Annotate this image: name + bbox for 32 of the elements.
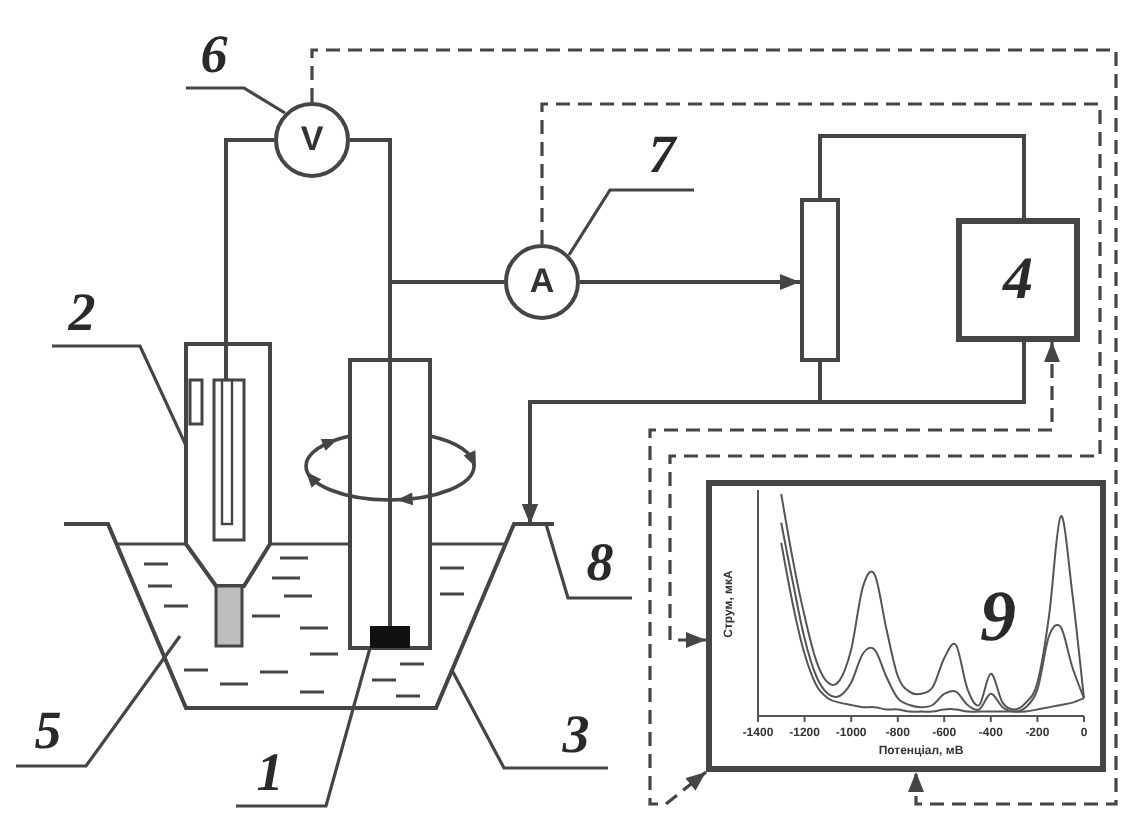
callout-number: 2: [68, 286, 96, 340]
callout-number: 9: [980, 580, 1016, 652]
electrode-tip: [370, 626, 410, 648]
wire: [224, 138, 274, 344]
leader-line: [450, 669, 608, 770]
device-box: 4: [956, 218, 1080, 342]
leader-line: [567, 188, 694, 256]
electrode-drawing: [184, 340, 274, 650]
electrode-tube: [348, 358, 432, 650]
callout-number: 6: [200, 28, 228, 82]
callout-number: 1: [256, 746, 284, 800]
wire: [388, 280, 504, 360]
leader-line: [16, 635, 182, 768]
resistor-symbol: [800, 198, 840, 362]
callout-number: 8: [586, 536, 614, 590]
voltmeter-symbol: V: [274, 102, 350, 178]
leader-line: [52, 344, 188, 447]
callout-number: 7: [648, 128, 676, 182]
callout-number: 3: [562, 708, 590, 762]
callout-number: 5: [34, 704, 62, 758]
wire: [818, 134, 1026, 218]
dashed-arrow: [310, 48, 1118, 806]
dashed-arrow: [648, 342, 1060, 806]
leader-line: [236, 647, 372, 808]
leader-line: [186, 86, 286, 115]
arrow: [580, 274, 800, 290]
ammeter-symbol: A: [504, 244, 580, 320]
leader-line: [544, 523, 632, 600]
arrow: [522, 342, 1026, 524]
cell-vessel: [64, 522, 556, 710]
chart-panel: [706, 480, 1106, 772]
dashed-arrow: [540, 102, 1102, 648]
